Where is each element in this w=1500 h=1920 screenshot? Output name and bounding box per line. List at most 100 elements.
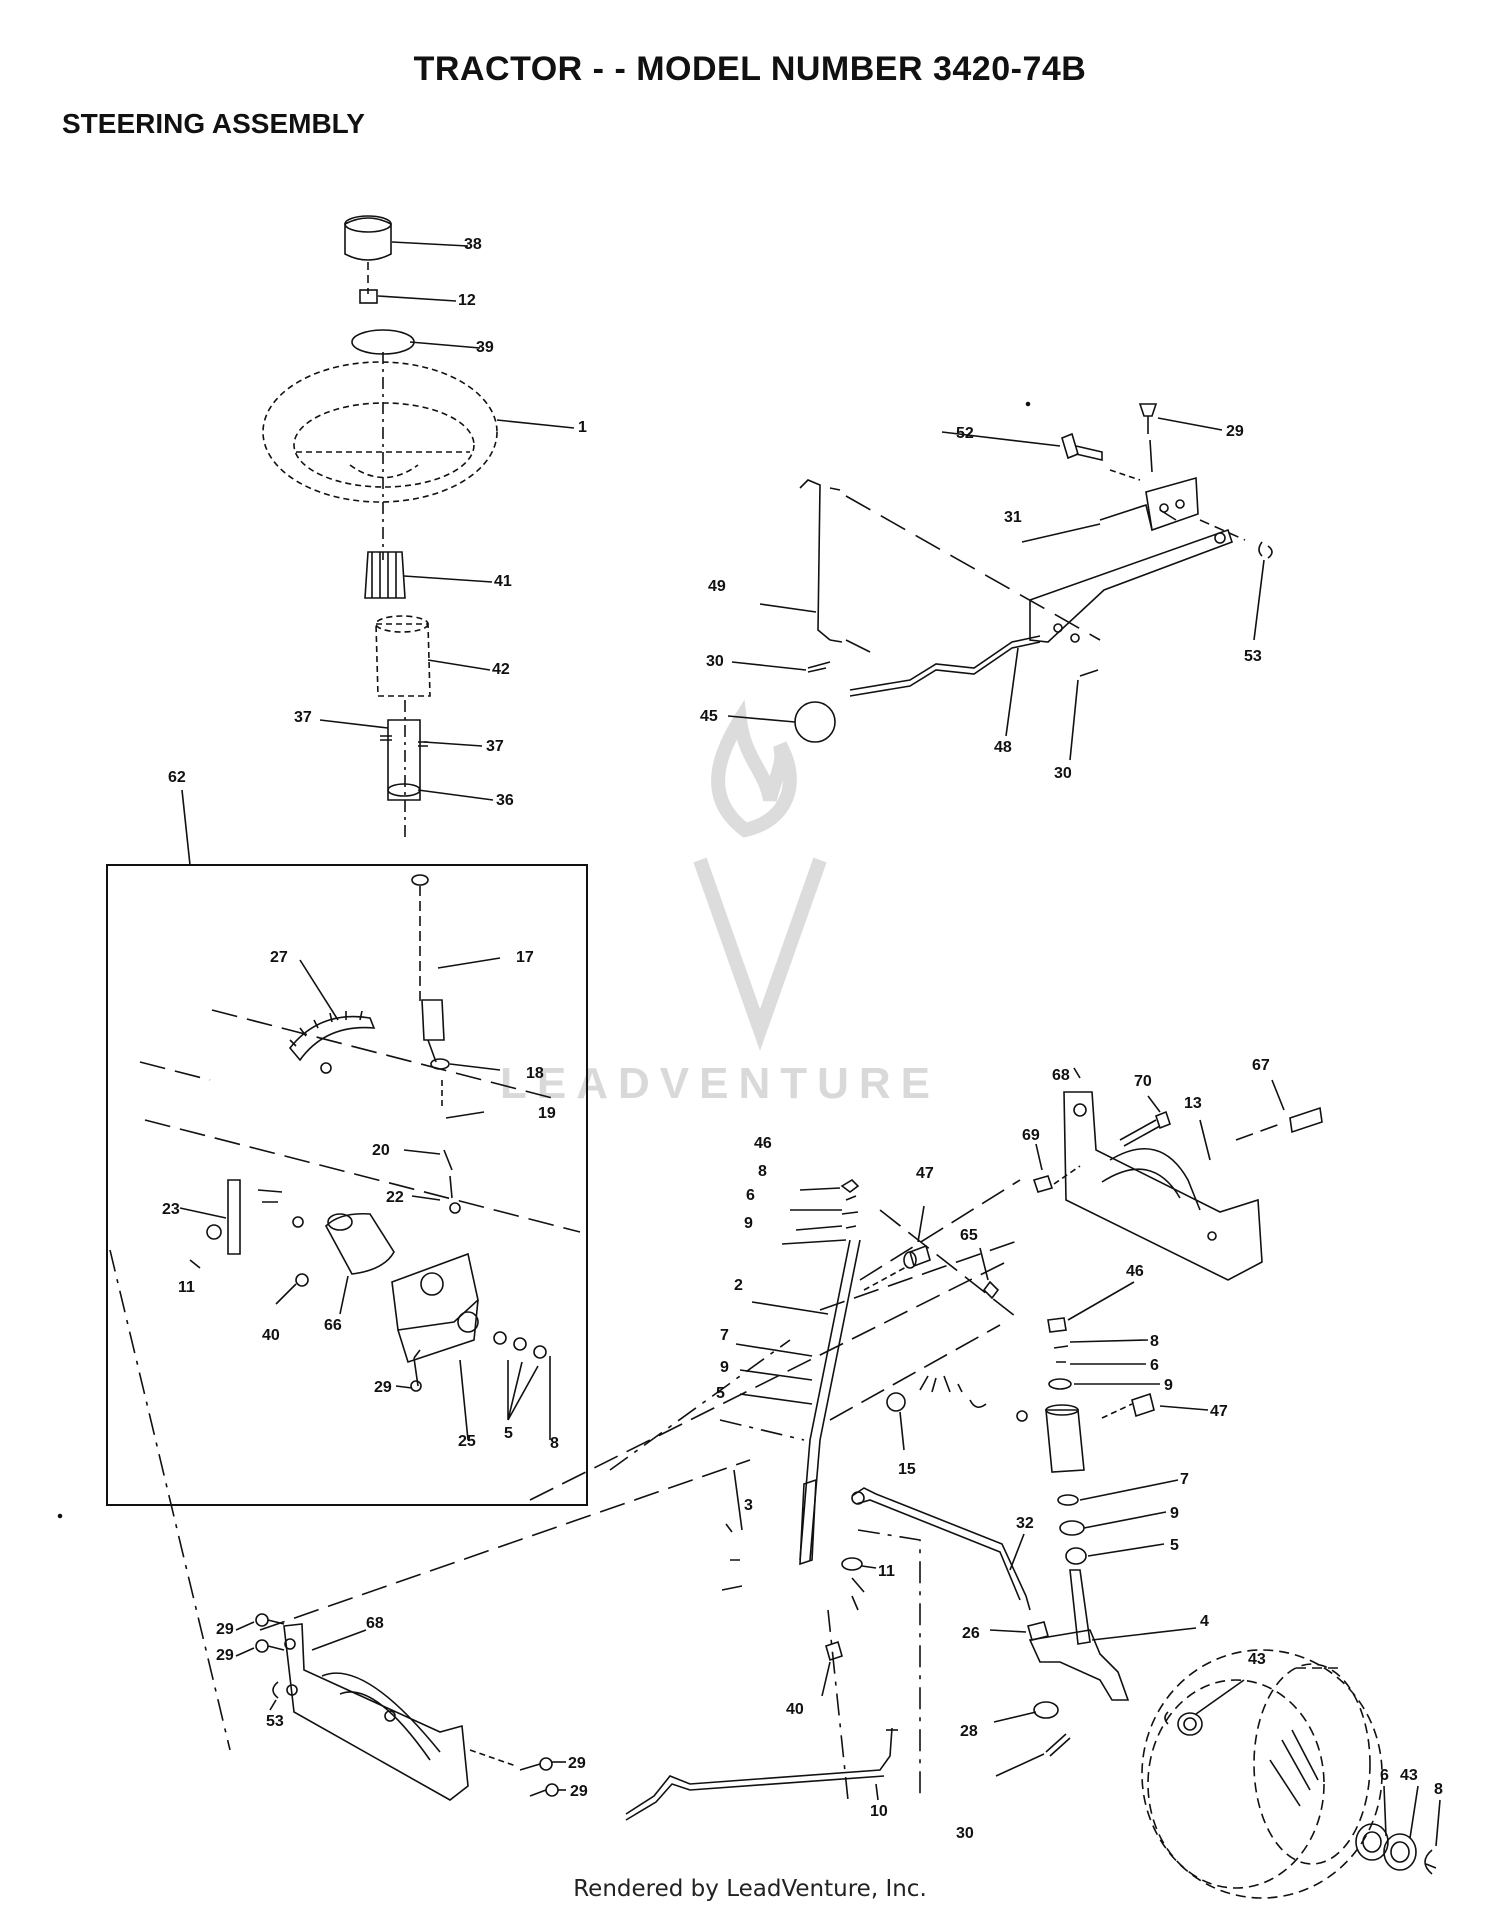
part-label: 39 <box>476 339 494 356</box>
part-label: 40 <box>786 1701 804 1718</box>
watermark-logo <box>693 699 827 1052</box>
pivot-bracket-left-part <box>206 1179 241 1255</box>
pin-67-part <box>1289 1106 1323 1134</box>
part-label: 8 <box>1434 1781 1443 1798</box>
part-label: 1 <box>578 419 587 436</box>
angle-bracket-part <box>1099 476 1199 532</box>
spacer-69-part <box>1032 1175 1054 1193</box>
steering-nut-part <box>359 289 378 304</box>
part-label: 5 <box>504 1425 513 1442</box>
washer-43-left-part <box>1177 1712 1203 1736</box>
part-label: 11 <box>178 1279 195 1296</box>
part-label: 41 <box>494 573 512 590</box>
part-label: 70 <box>1134 1073 1152 1090</box>
part-label: 27 <box>270 949 288 966</box>
part-label: 29 <box>216 1621 234 1638</box>
knob-part <box>794 701 836 743</box>
front-wheel-part <box>1141 1649 1383 1899</box>
part-label: 3 <box>744 1497 753 1514</box>
part-label: 66 <box>324 1317 342 1334</box>
sector-gear-part <box>288 1010 376 1074</box>
part-label: 9 <box>744 1215 753 1232</box>
frame-bracket-right-part <box>1063 1091 1263 1281</box>
part-label: 37 <box>486 738 504 755</box>
spindle-lower-left-part <box>721 1469 817 1591</box>
part-label: 68 <box>1052 1067 1070 1084</box>
pinion-shaft-part <box>421 999 450 1070</box>
part-label: 46 <box>754 1135 772 1152</box>
part-label: 30 <box>706 653 724 670</box>
part-label: 13 <box>1184 1095 1202 1112</box>
part-label: 52 <box>956 425 974 442</box>
part-label: 6 <box>1380 1767 1389 1784</box>
part-label: 17 <box>516 949 534 966</box>
part-label: 65 <box>960 1227 978 1244</box>
steering-gear-part <box>364 551 406 599</box>
part-label: 8 <box>1150 1333 1159 1350</box>
part-label: 29 <box>1226 423 1244 440</box>
part-label: 68 <box>366 1615 384 1632</box>
drag-link-10-part <box>625 1727 898 1821</box>
section-title: STEERING ASSEMBLY <box>62 108 365 139</box>
wheel-hub-part <box>1269 1729 1319 1807</box>
subassembly-box <box>106 864 588 1506</box>
washer-43-right-part <box>1383 1833 1417 1871</box>
part-label: 36 <box>496 792 514 809</box>
bushing-40-right-part <box>825 1640 843 1662</box>
footer-credit: Rendered by LeadVenture, Inc. <box>573 1876 927 1902</box>
steering-washer-part <box>351 329 415 355</box>
nut-26-part <box>1027 1621 1049 1641</box>
part-label: 8 <box>758 1163 767 1180</box>
part-label: 5 <box>716 1385 725 1402</box>
part-label: 53 <box>1244 648 1262 665</box>
part-label: 7 <box>720 1327 729 1344</box>
spindle-arm-part <box>1028 1629 1130 1701</box>
bolt-29-left-upper-part <box>255 1613 285 1627</box>
part-label: 18 <box>526 1065 544 1082</box>
part-label: 9 <box>1170 1505 1179 1522</box>
part-label: 29 <box>374 1379 392 1396</box>
part-label: 30 <box>1054 765 1072 782</box>
bushing-47-right-part <box>1131 1392 1155 1418</box>
cotter-pin-30-part <box>807 661 831 673</box>
steering-wheel-part <box>262 361 498 503</box>
part-label: 47 <box>916 1165 934 1182</box>
part-label: 8 <box>550 1435 559 1452</box>
part-label: 10 <box>870 1803 888 1820</box>
part-label: 6 <box>746 1187 755 1204</box>
part-label: 9 <box>1164 1377 1173 1394</box>
part-label: 29 <box>568 1755 586 1772</box>
part-label: 20 <box>372 1142 390 1159</box>
part-label: 49 <box>708 578 726 595</box>
tie-rod-bent-part <box>849 635 1041 697</box>
part-label: 53 <box>266 1713 284 1730</box>
washer-11-part <box>841 1557 863 1571</box>
part-label: 28 <box>960 1723 978 1740</box>
part-label: 5 <box>1170 1537 1179 1554</box>
part-label: 48 <box>994 739 1012 756</box>
bolt-29-top-part <box>1138 403 1158 434</box>
steering-sleeve-part <box>375 615 431 697</box>
part-label: 26 <box>962 1625 980 1642</box>
part-label: 11 <box>878 1563 895 1580</box>
part-label: 67 <box>1252 1057 1270 1074</box>
shoulder-bolt-part <box>1061 432 1103 462</box>
part-label: 23 <box>162 1201 180 1218</box>
spindle-left-part <box>799 1178 861 1561</box>
steering-cap-part <box>344 215 392 261</box>
part-label: 32 <box>1016 1515 1034 1532</box>
bolt-29-right-upper-part <box>519 1757 553 1771</box>
tie-rod-32-part <box>851 1487 1031 1611</box>
part-label: 25 <box>458 1433 476 1450</box>
clip-8-part <box>1424 1849 1437 1875</box>
bolt-29-left-lower-part <box>255 1639 285 1653</box>
part-label: 29 <box>216 1647 234 1664</box>
frame-bracket-left-part <box>283 1623 469 1801</box>
part-label: 40 <box>262 1327 280 1344</box>
drag-link-rod-part <box>799 479 843 643</box>
part-label: 42 <box>492 661 510 678</box>
part-label: 43 <box>1400 1767 1418 1784</box>
part-label: 19 <box>538 1105 556 1122</box>
clip-53-left-part <box>272 1681 279 1699</box>
